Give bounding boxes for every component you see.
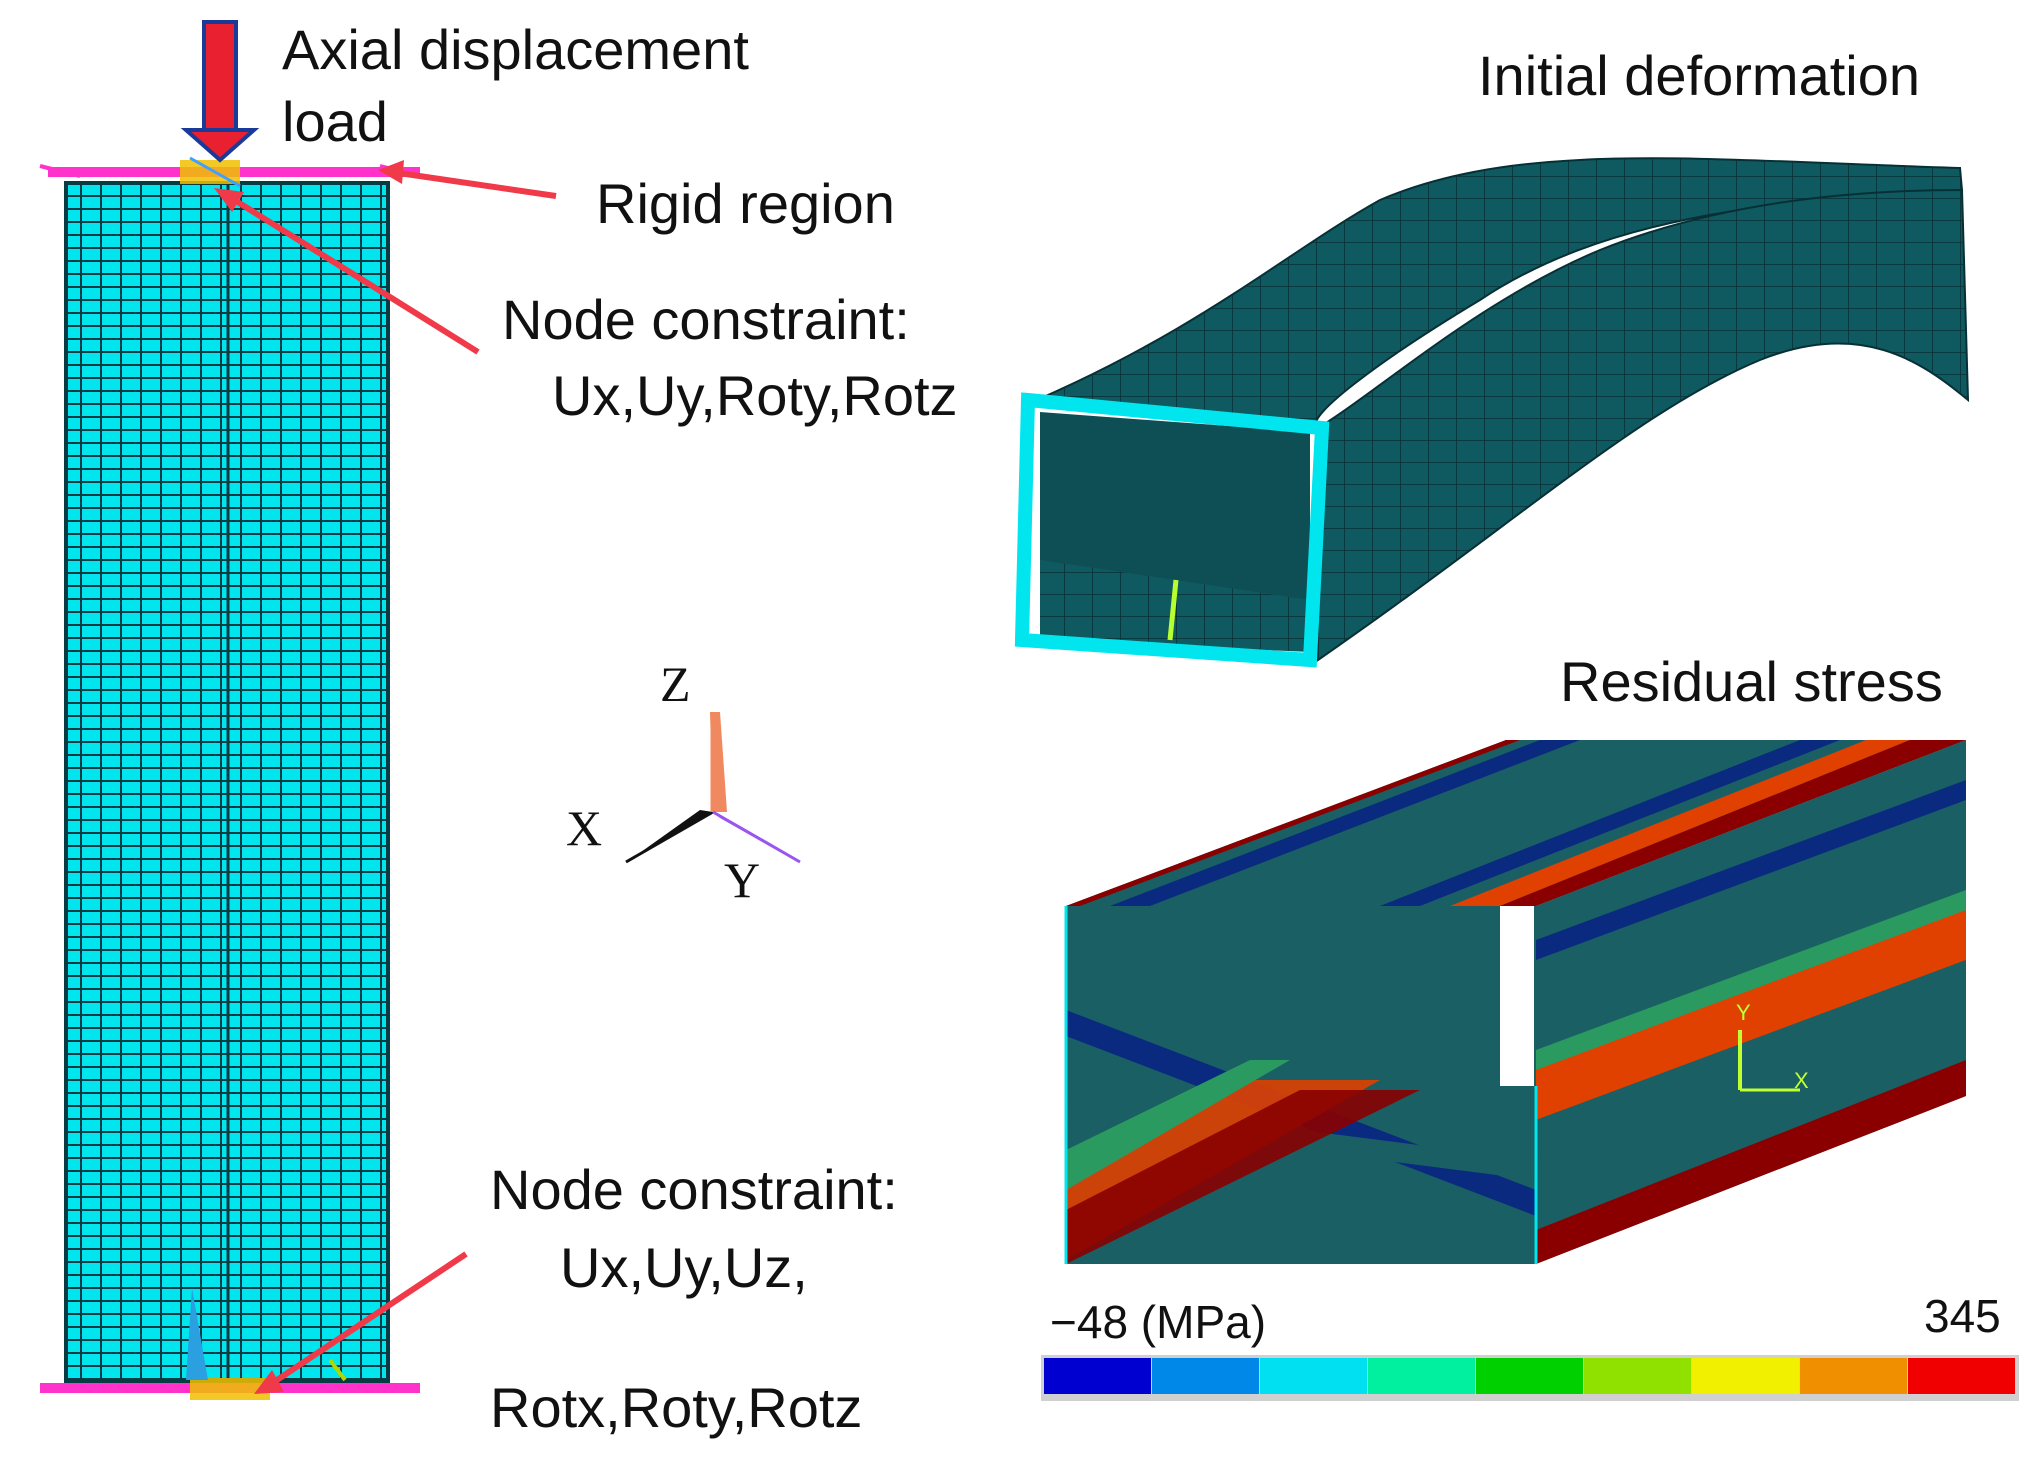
axial-load-arrow [180,20,260,163]
colorbar-max-label: 345 [1924,1290,2001,1342]
constraint-region-bottom [40,1288,420,1400]
global-axis-triad [625,712,801,864]
residual-stress-model [1064,740,1966,1264]
node-constraint-top-label: Node constraint: [502,288,910,351]
stress-colorbar [1041,1355,2019,1401]
node-constraint-top-values: Ux,Uy,Roty,Rotz [552,364,958,427]
initial-deformation-model [1014,157,1970,668]
axial-load-label-line2: load [282,90,388,153]
initial-deformation-title: Initial deformation [1478,44,1921,107]
mini-axis-x-label: X [1794,1068,1809,1093]
rigid-region-label: Rigid region [596,172,895,235]
axial-load-label-line1: Axial displacement [282,18,749,81]
colorbar-segment [1260,1358,1367,1394]
node-constraint-bottom-values-1: Ux,Uy,Uz, [560,1236,808,1299]
colorbar-segment [1476,1358,1583,1394]
colorbar-segment [1800,1358,1907,1394]
colorbar-segment [1908,1358,2015,1394]
colorbar-segment [1368,1358,1475,1394]
mini-axis-y-label: Y [1736,1000,1751,1025]
pointer-arrows [214,160,557,1394]
rigid-region-top [39,156,421,188]
residual-stress-title: Residual stress [1560,650,1943,713]
colorbar-segment [1044,1358,1151,1394]
colorbar-segment [1584,1358,1691,1394]
colorbar-min-label: −48 (MPa) [1050,1296,1267,1348]
axis-x-label: X [566,800,603,856]
column-mesh [64,181,390,1383]
colorbar-segment [1152,1358,1259,1394]
node-constraint-bottom-values-2: Rotx,Roty,Rotz [490,1376,863,1439]
node-constraint-bottom-label: Node constraint: [490,1158,898,1221]
axis-y-label: Y [724,852,761,908]
axis-z-label: Z [660,656,691,712]
colorbar-segment [1692,1358,1799,1394]
